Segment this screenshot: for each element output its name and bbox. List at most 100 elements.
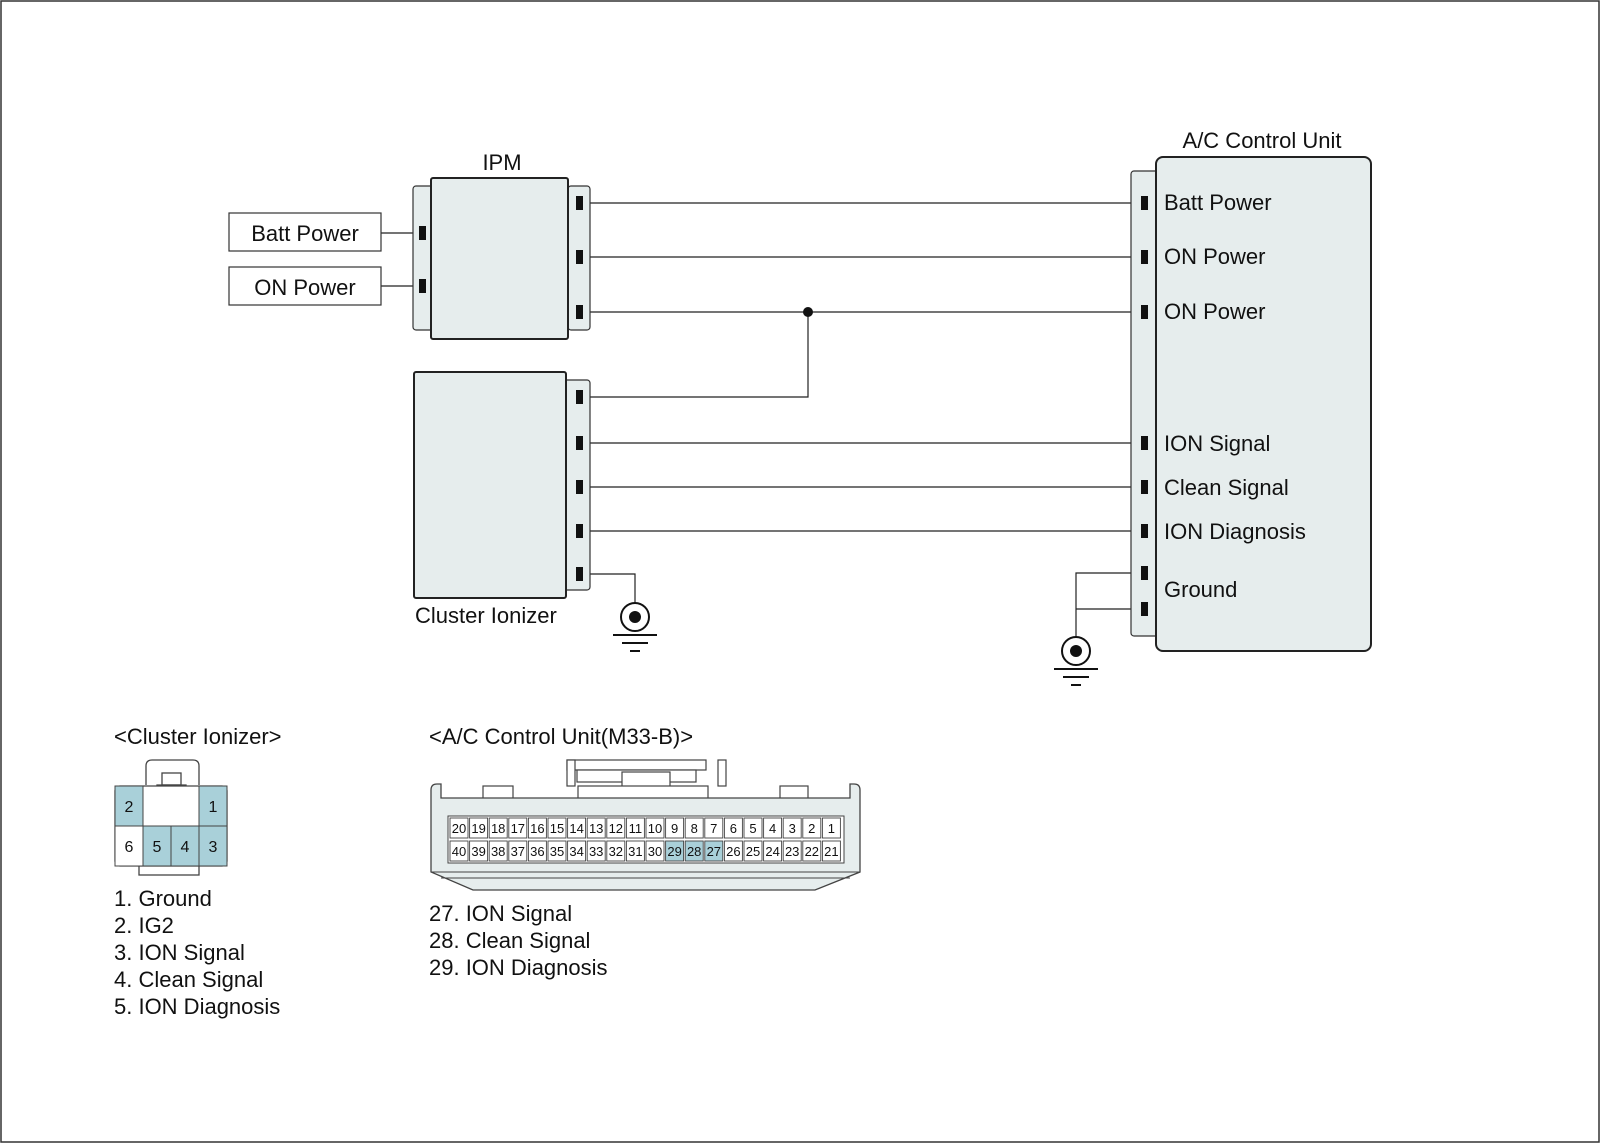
ac-pin-label-ion-diagnosis: ION Diagnosis [1164, 519, 1306, 544]
ac-pin-number: 32 [609, 844, 623, 859]
cluster-pin-number: 6 [125, 839, 134, 856]
ac-pin-cell [665, 840, 685, 862]
ac-pin-cell [469, 840, 489, 862]
ac-pin-number: 21 [824, 844, 838, 859]
cluster-title: Cluster Ionizer [415, 603, 557, 628]
ac-pin-number: 29 [667, 844, 681, 859]
ac-pin-number: 7 [710, 821, 717, 836]
batt-power-input-label: Batt Power [251, 221, 359, 246]
ac-pin-number: 11 [629, 821, 643, 836]
ac-control-unit-module: A/C Control Unit Batt Power ON Power ON … [1130, 128, 1372, 652]
ac-pin-cell [821, 840, 841, 862]
ac-pin-cell [586, 840, 606, 862]
ac-pin-description: 29. ION Diagnosis [429, 955, 608, 980]
ac-unit-title: A/C Control Unit [1183, 128, 1342, 153]
cluster-pin-cell [198, 825, 228, 867]
cluster-pin-number: 5 [153, 839, 162, 856]
ac-pin-number: 30 [648, 844, 662, 859]
wire-ac-ground-1 [1075, 572, 1141, 637]
ipm-pin [419, 279, 426, 293]
cluster-pin [576, 524, 583, 538]
ac-pin-cell [665, 817, 685, 839]
ac-pin-number: 26 [726, 844, 740, 859]
ac-pin-number: 39 [471, 844, 485, 859]
cluster-pin [576, 436, 583, 450]
ac-pin-label-on-power-2: ON Power [1164, 299, 1265, 324]
ac-pin-description: 28. Clean Signal [429, 928, 590, 953]
ac-pin-cell [782, 817, 802, 839]
ac-pin-label-ground: Ground [1164, 577, 1237, 602]
ac-connector-latch [566, 759, 707, 771]
ac-pin-label-on-power: ON Power [1164, 244, 1265, 269]
ac-pin-cell [802, 817, 822, 839]
cluster-pin [576, 567, 583, 581]
ac-pin-cell [508, 840, 528, 862]
cluster-pin-cell [114, 825, 144, 867]
ac-pin-number: 2 [808, 821, 815, 836]
ac-pin-cell [586, 817, 606, 839]
ac-pin-number: 28 [687, 844, 701, 859]
cluster-pin-cell [198, 785, 228, 827]
ac-pin-cell [821, 817, 841, 839]
ac-pin-cell [645, 840, 665, 862]
ac-pin-cell [704, 840, 724, 862]
cluster-legend-title: <Cluster Ionizer> [114, 724, 282, 749]
cluster-pin-description: 5. ION Diagnosis [114, 994, 280, 1019]
ac-pin-number: 14 [569, 821, 583, 836]
ac-pin-number: 10 [648, 821, 662, 836]
ac-pin-cell [763, 817, 783, 839]
ac-pin-description: 27. ION Signal [429, 901, 572, 926]
ac-pin-number: 13 [589, 821, 603, 836]
ac-pin-cell [723, 840, 743, 862]
ac-pin-number: 36 [530, 844, 544, 859]
ipm-pin [576, 196, 583, 210]
ac-pin-cell [684, 817, 704, 839]
ac-pin-cell [567, 817, 587, 839]
ac-pin-number: 40 [452, 844, 466, 859]
ac-unit-pin [1141, 436, 1148, 450]
ac-pin-cell [723, 817, 743, 839]
batt-power-input-box [228, 212, 382, 252]
cluster-connector-foot [138, 865, 200, 876]
ground-icon [1054, 636, 1098, 686]
ac-pin-number: 3 [789, 821, 796, 836]
ac-pin-number: 20 [452, 821, 466, 836]
on-power-input-label: ON Power [254, 275, 355, 300]
wire-cluster-ground [581, 573, 636, 603]
cluster-body [413, 371, 567, 599]
cluster-pin-description: 1. Ground [114, 886, 212, 911]
ipm-pin [576, 250, 583, 264]
cluster-ionizer-module: Cluster Ionizer [413, 371, 591, 628]
cluster-pin-number: 2 [125, 799, 134, 816]
ac-pin-number: 23 [785, 844, 799, 859]
cluster-pin-number: 3 [209, 839, 218, 856]
ac-pin-number: 12 [609, 821, 623, 836]
ac-pin-number: 34 [569, 844, 583, 859]
ac-unit-pin [1141, 566, 1148, 580]
ac-pin-cell [606, 840, 626, 862]
ac-pin-number: 1 [828, 821, 835, 836]
ac-pin-label-ion-signal: ION Signal [1164, 431, 1270, 456]
ac-pin-cell [606, 817, 626, 839]
ac-pin-cell [782, 840, 802, 862]
ac-pin-cell [567, 840, 587, 862]
cluster-connector-latch [161, 772, 182, 786]
ipm-module: IPM [412, 150, 591, 340]
ac-pin-cell [625, 840, 645, 862]
cluster-connector-legend: <Cluster Ionizer> 2 1 6 5 4 3 1. Ground … [114, 724, 282, 1019]
splice-point [803, 307, 813, 317]
ac-pin-label-clean-signal: Clean Signal [1164, 475, 1289, 500]
ac-pin-number: 15 [550, 821, 564, 836]
ac-pin-cell [488, 840, 508, 862]
ac-pin-cell [527, 817, 547, 839]
ac-pin-number: 25 [746, 844, 760, 859]
ac-pin-cell [449, 817, 469, 839]
ac-pin-number: 19 [471, 821, 485, 836]
ac-pin-number: 38 [491, 844, 505, 859]
ac-pin-cell [704, 817, 724, 839]
ac-pin-number: 33 [589, 844, 603, 859]
ac-pin-cell [449, 840, 469, 862]
cluster-pin [576, 390, 583, 404]
ac-pin-cell [469, 817, 489, 839]
